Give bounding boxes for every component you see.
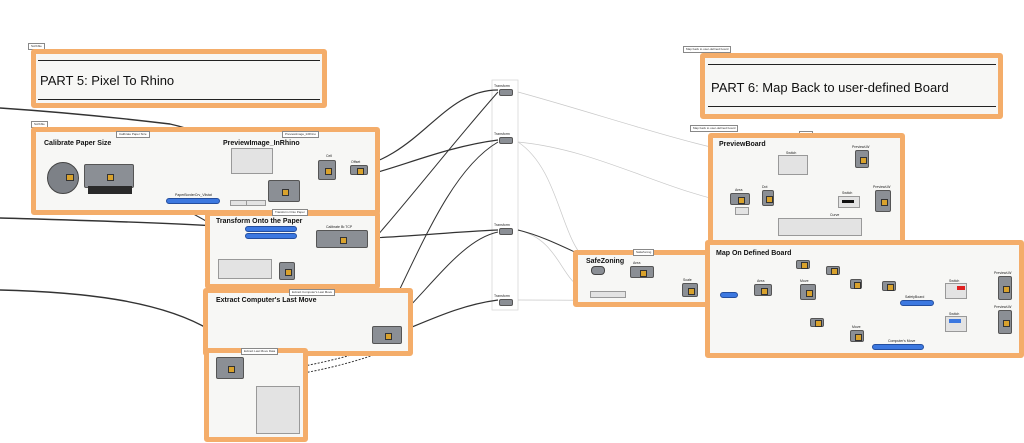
dot-comp-2[interactable] (882, 281, 896, 291)
image-preview-panel (231, 148, 273, 174)
dot-label: Dot (762, 185, 768, 189)
group-tag: Extract Last Move Data (241, 348, 279, 355)
switch-label-3: Switch (949, 279, 960, 283)
offset-label: Offset (351, 160, 361, 164)
safezoning-title: SafeZoning (586, 258, 625, 265)
relay-small-2[interactable] (826, 266, 840, 275)
preview-comp-2[interactable] (875, 190, 891, 212)
calibrate-tcp-component[interactable] (316, 230, 368, 248)
mapping-component[interactable] (318, 160, 336, 180)
relay-transform-1[interactable]: Transform (494, 84, 518, 96)
scale-label: Scale (683, 278, 692, 282)
preview-component[interactable] (350, 165, 368, 175)
move-label-1: Move (800, 279, 809, 283)
preview-label-3: PreviewLW (994, 271, 1012, 275)
red-switch-bar (957, 286, 965, 290)
area-component[interactable] (630, 266, 654, 278)
dial-knob-icon (66, 174, 74, 181)
preview-label-1: PreviewLW (852, 145, 870, 149)
paper-border-label: PaperBorderCrv_Vlistat (175, 193, 212, 197)
move-comp-2[interactable] (850, 279, 862, 289)
area-comp-3[interactable] (754, 284, 772, 296)
calibrate-tcp-label: Calibrate Br.TCP (326, 225, 353, 229)
safety-board-label: SafetyBoard (905, 295, 925, 299)
toggle-icon[interactable] (591, 266, 605, 275)
extract-component[interactable] (372, 326, 402, 344)
blue-switch-bar (949, 319, 961, 323)
map-board-title: Map On Defined Board (716, 250, 792, 257)
small-panel (246, 200, 266, 206)
area-label: Area (633, 261, 641, 265)
map-input-bar[interactable] (720, 292, 738, 298)
preview-board-title: PreviewBoard (719, 141, 766, 148)
dot-component[interactable] (762, 190, 774, 206)
cell-label: Cell (326, 154, 333, 158)
bottom-component[interactable] (216, 357, 244, 379)
group-tag: Map back to user-defined board (690, 125, 739, 132)
group-tag: Map back to user-defined board (683, 46, 732, 53)
relay-small-3[interactable] (810, 318, 824, 327)
value-panel[interactable] (590, 291, 626, 298)
part6-title: PART 6: Map Back to user-defined Board (711, 80, 949, 95)
area-label-2: Area (735, 188, 743, 192)
preview-comp-1[interactable] (855, 150, 869, 168)
calibrate-title: Calibrate Paper Size (44, 140, 112, 147)
safety-board-bar[interactable] (900, 300, 934, 306)
small-board-panel (735, 207, 749, 215)
transform-input-bar-2[interactable] (245, 233, 297, 239)
switch-label-1: Switch (786, 151, 797, 155)
list-panel (256, 386, 300, 434)
part5-title-frame (31, 49, 327, 108)
transform-input-bar-1[interactable] (245, 226, 297, 232)
paper-border-bar[interactable] (166, 198, 220, 204)
computers-move-bar[interactable] (872, 344, 924, 350)
area-label-3: Area (757, 279, 765, 283)
preview-comp-3[interactable] (998, 276, 1012, 300)
switch-dark-bar (842, 200, 854, 203)
group-tag: SafeZoning (633, 249, 655, 256)
relay-transform-4[interactable]: Transform (494, 294, 518, 306)
transform-component[interactable] (279, 262, 295, 280)
switch-panel-1[interactable] (778, 155, 808, 175)
group-tag: PreviewImage_InRhino (282, 131, 320, 138)
image-component[interactable] (268, 180, 300, 202)
group-tag: Calibrate Paper Size (116, 131, 150, 138)
transform-title: Transform Onto the Paper (216, 218, 303, 225)
preview-label-4: PreviewLW (994, 305, 1012, 309)
curve-label: Curve (830, 213, 840, 217)
board-panel (778, 218, 862, 236)
switch-label-2: Switch (842, 191, 853, 195)
area-comp-2[interactable] (730, 193, 750, 205)
part5-title: PART 5: Pixel To Rhino (40, 73, 175, 88)
calibration-component[interactable] (84, 164, 134, 188)
calibration-output-panel (88, 186, 132, 194)
computers-move-label: Computer's Move (888, 339, 916, 343)
map-board-group (705, 240, 1024, 358)
preview-image-title: PreviewImage_InRhino (223, 140, 300, 147)
group-tag: Extract Computer's Last Move (289, 289, 336, 296)
preview-comp-4[interactable] (998, 310, 1012, 334)
move-comp-3[interactable] (850, 330, 864, 342)
move-label-3: Move (852, 325, 861, 329)
dial-icon[interactable] (47, 162, 79, 194)
relay-small-1[interactable] (796, 260, 810, 269)
relay-transform-2[interactable]: Transform (494, 132, 518, 144)
scale-component[interactable] (682, 283, 698, 297)
switch-label-4: Switch (949, 312, 960, 316)
slider-panel[interactable] (218, 259, 272, 279)
move-comp-1[interactable] (800, 284, 816, 300)
extract-title: Extract Computer's Last Move (216, 297, 317, 304)
group-tag: Transform Onto Paper (272, 209, 308, 216)
preview-label-2: PreviewLW (873, 185, 891, 189)
relay-transform-3[interactable]: Transform (494, 223, 518, 235)
